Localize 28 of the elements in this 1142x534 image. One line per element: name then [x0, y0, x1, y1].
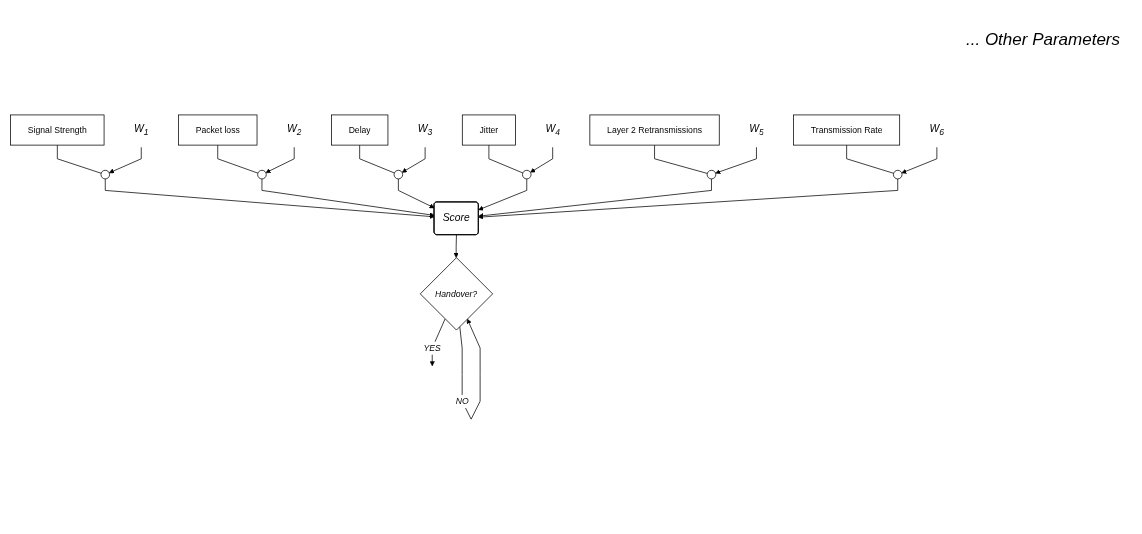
node-text: W$_{5}$: [749, 123, 764, 137]
edge-label: YES: [423, 342, 441, 353]
node-text: W$_{3}$: [417, 123, 433, 137]
node-text: W$_{4}$: [545, 123, 560, 137]
connector: [488, 144, 524, 174]
node-text: W$_{6}$: [929, 123, 945, 137]
node-circle: [522, 169, 532, 180]
node-circle: [100, 169, 110, 180]
node-diamond: Handover?: [419, 257, 494, 331]
connector: [56, 144, 102, 174]
node-circle: [393, 169, 404, 180]
connector: [654, 144, 708, 174]
node-circle: [706, 169, 717, 180]
node-box: Delay: [331, 114, 389, 146]
node-box: Packet loss: [178, 114, 258, 146]
connector: [846, 144, 894, 174]
node-box: Signal Strength: [10, 114, 105, 146]
node-text: W$_{1}$: [133, 123, 149, 137]
edge-label: NO: [455, 395, 469, 406]
node-circle: [893, 169, 903, 180]
node-text: W$_{2}$: [286, 123, 302, 137]
node-box: Jitter: [461, 114, 516, 146]
connector: [359, 144, 395, 174]
node-box: Layer 2 Retransmissions: [589, 114, 720, 146]
connector: [217, 144, 259, 174]
node-box: Transmission Rate: [793, 114, 901, 146]
note-text: ... Other Parameters: [966, 30, 1121, 50]
node-circle: [257, 169, 267, 180]
